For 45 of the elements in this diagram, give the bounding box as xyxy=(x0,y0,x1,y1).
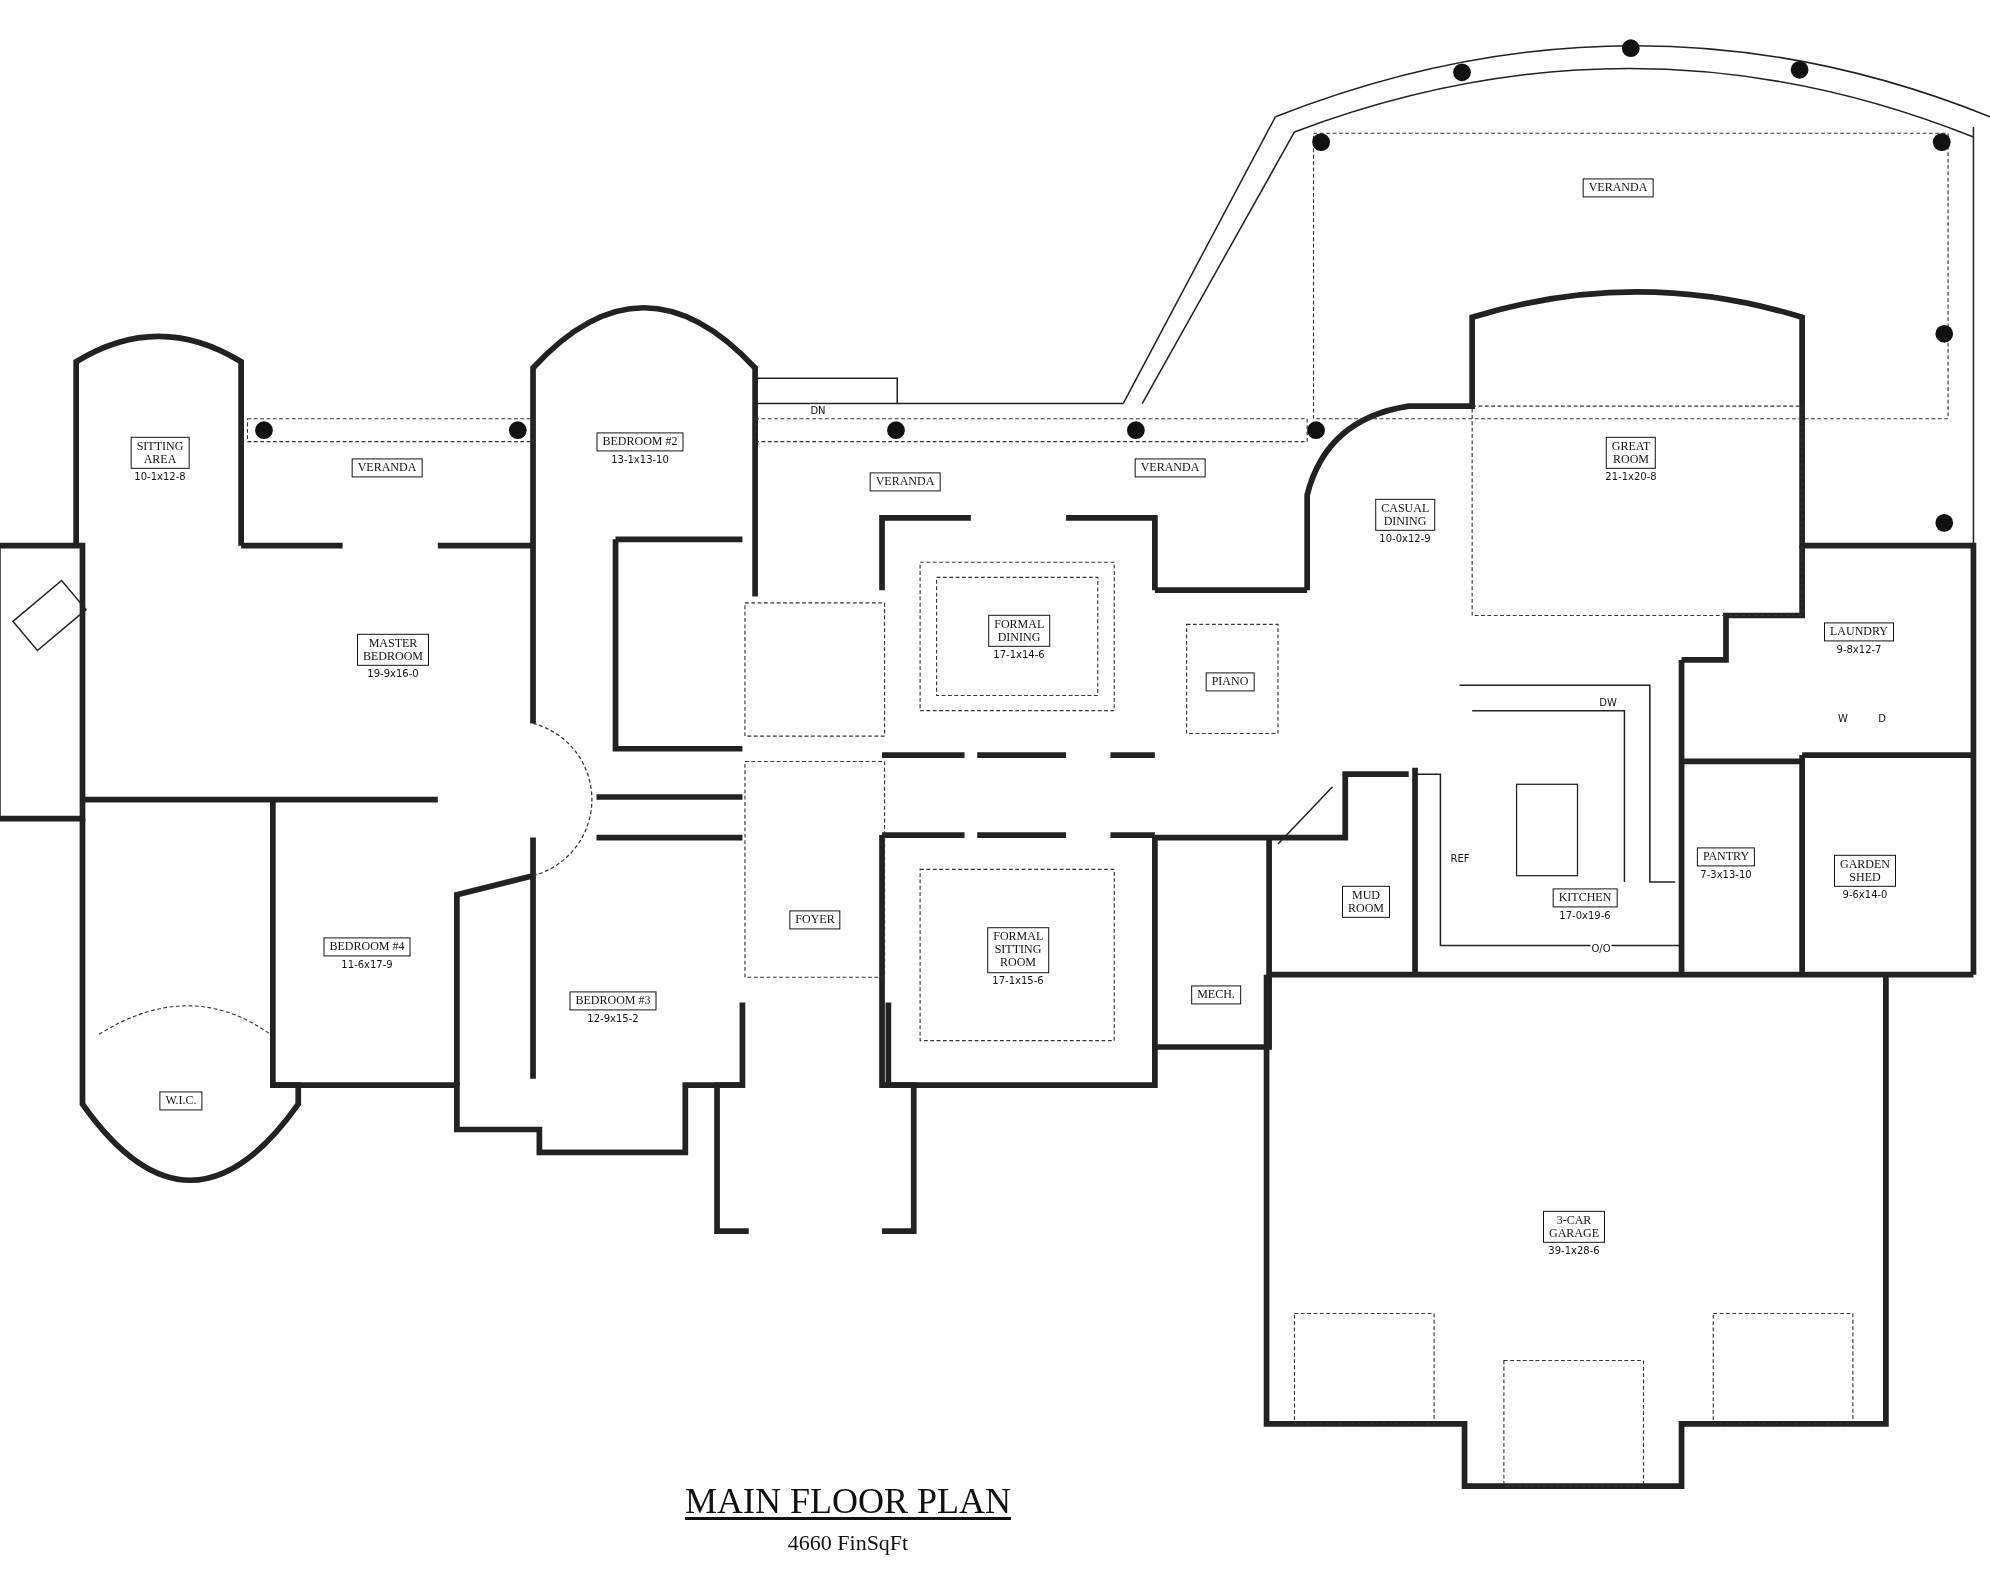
room-label: VERANDA xyxy=(351,458,423,478)
fixture-label: W xyxy=(1837,712,1849,724)
fixture-label: DW xyxy=(1598,696,1618,708)
room-label: MUD ROOM xyxy=(1342,885,1390,919)
room-label: FORMAL SITTING ROOM xyxy=(987,927,1049,973)
room-label: W.I.C. xyxy=(159,1091,203,1111)
room-dimension: 12-9x15-2 xyxy=(587,1012,639,1024)
plan-title: MAIN FLOOR PLAN xyxy=(685,1480,1011,1522)
fixture-label: O/O xyxy=(1590,942,1612,954)
room-dimension: 11-6x17-9 xyxy=(341,958,393,970)
room-label: MASTER BEDROOM xyxy=(357,633,429,667)
room-dimension: 9-8x12-7 xyxy=(1836,643,1882,655)
room-label: VERANDA xyxy=(1582,178,1654,198)
room-dimension: 21-1x20-8 xyxy=(1605,471,1657,483)
fixture-label: D xyxy=(1877,712,1887,724)
room-label: BEDROOM #2 xyxy=(596,432,684,452)
room-label: VERANDA xyxy=(1134,458,1206,478)
room-label: PANTRY xyxy=(1696,847,1756,867)
room-label: VERANDA xyxy=(869,472,941,492)
fixture-label: DN xyxy=(809,404,827,416)
room-dimension: 17-1x14-6 xyxy=(993,649,1045,661)
room-label: BEDROOM #4 xyxy=(323,937,411,957)
room-dimension: 13-1x13-10 xyxy=(611,453,669,465)
room-label: LAUNDRY xyxy=(1824,622,1894,642)
room-label: 3-CAR GARAGE xyxy=(1543,1210,1605,1244)
fixture-label: REF xyxy=(1449,852,1471,864)
room-label: SITTING AREA xyxy=(130,436,190,470)
room-label: GARDEN SHED xyxy=(1834,854,1896,888)
room-dimension: 10-0x12-9 xyxy=(1379,533,1431,545)
room-label: KITCHEN xyxy=(1552,888,1618,908)
room-label: FOYER xyxy=(789,910,841,930)
room-dimension: 10-1x12-8 xyxy=(134,471,186,483)
room-dimension: 19-9x16-0 xyxy=(367,668,419,680)
room-label: MECH. xyxy=(1191,985,1241,1005)
room-dimension: 17-1x15-6 xyxy=(992,974,1044,986)
room-dimension: 9-6x14-0 xyxy=(1842,889,1888,901)
room-label: GREAT ROOM xyxy=(1605,436,1657,470)
room-label: PIANO xyxy=(1205,672,1255,692)
room-label: CASUAL DINING xyxy=(1375,498,1435,532)
room-label: FORMAL DINING xyxy=(988,614,1050,648)
area-caption: 4660 FinSqFt xyxy=(787,1530,909,1556)
room-dimension: 17-0x19-6 xyxy=(1559,909,1611,921)
room-dimension: 39-1x28-6 xyxy=(1548,1245,1600,1257)
room-label: BEDROOM #3 xyxy=(569,991,657,1011)
room-dimension: 7-3x13-10 xyxy=(1700,868,1752,880)
